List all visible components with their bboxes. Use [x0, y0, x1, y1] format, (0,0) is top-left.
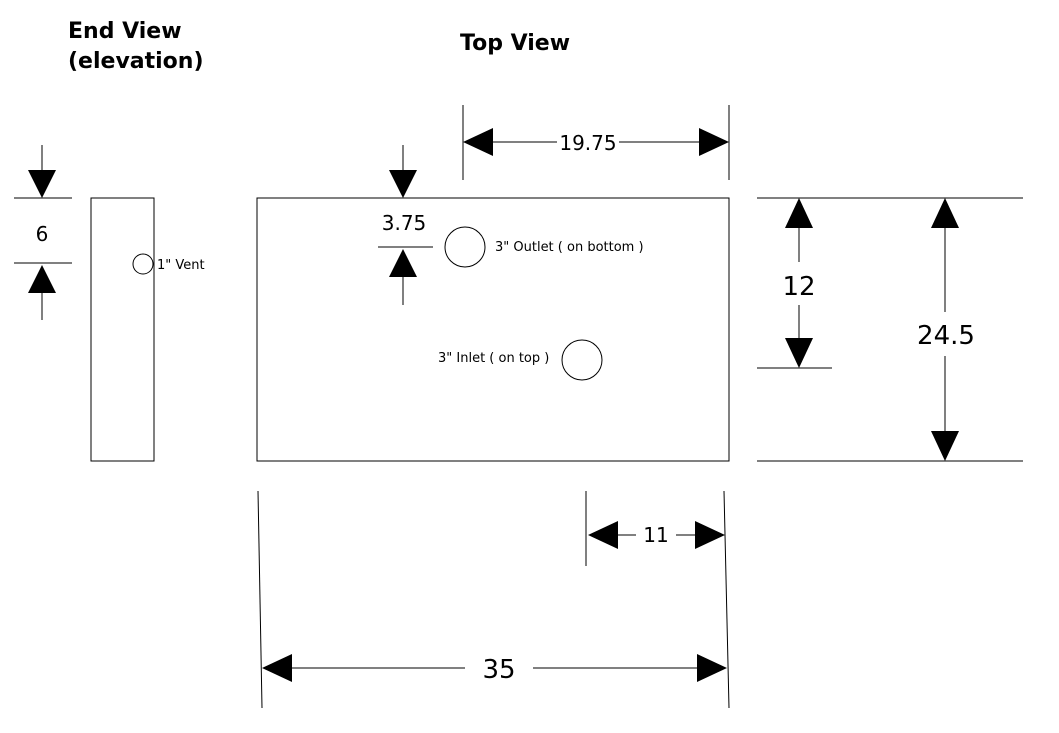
length-arrow-right	[697, 654, 727, 682]
length-value: 35	[482, 655, 515, 685]
inlet-label: 3" Inlet ( on top )	[438, 351, 549, 366]
inlet-hole	[561, 339, 603, 381]
hole-vertical-arrow-down	[389, 170, 417, 198]
hole-horizontal-value: 19.75	[559, 131, 616, 155]
vent-label: 1" Vent	[157, 258, 205, 273]
half-width-arrow-down	[785, 338, 813, 368]
top-view: 3" Outlet ( on bottom ) 3" Inlet ( on to…	[256, 105, 1023, 709]
end-height-arrow-down	[28, 170, 56, 198]
outlet-label: 3" Outlet ( on bottom )	[495, 240, 644, 255]
length-extension-left	[257, 490, 263, 709]
end-view-title: End View	[68, 19, 182, 44]
top-view-title: Top View	[460, 31, 570, 56]
end-view-subtitle: (elevation)	[68, 49, 204, 74]
inlet-offset-arrow-right	[695, 521, 725, 549]
end-view-outline	[90, 197, 155, 462]
vent-hole	[132, 253, 154, 275]
full-width-arrow-down	[931, 431, 959, 461]
full-width-arrow-up	[931, 198, 959, 228]
half-width-arrow-up	[785, 198, 813, 228]
half-width-value: 12	[782, 272, 815, 302]
hole-vertical-arrow-up	[389, 249, 417, 277]
end-view: 1" Vent 6	[14, 145, 205, 462]
length-extension-right	[723, 490, 730, 709]
hole-horizontal-arrow-right	[699, 128, 729, 156]
full-width-value: 24.5	[917, 321, 975, 351]
inlet-offset-value: 11	[643, 523, 668, 547]
inlet-offset-arrow-left	[588, 521, 618, 549]
top-view-outline	[256, 197, 730, 462]
end-height-value: 6	[36, 222, 49, 246]
length-arrow-left	[262, 654, 292, 682]
outlet-hole	[444, 226, 486, 268]
end-height-arrow-up	[28, 265, 56, 293]
hole-vertical-value: 3.75	[382, 211, 427, 235]
hole-horizontal-arrow-left	[463, 128, 493, 156]
